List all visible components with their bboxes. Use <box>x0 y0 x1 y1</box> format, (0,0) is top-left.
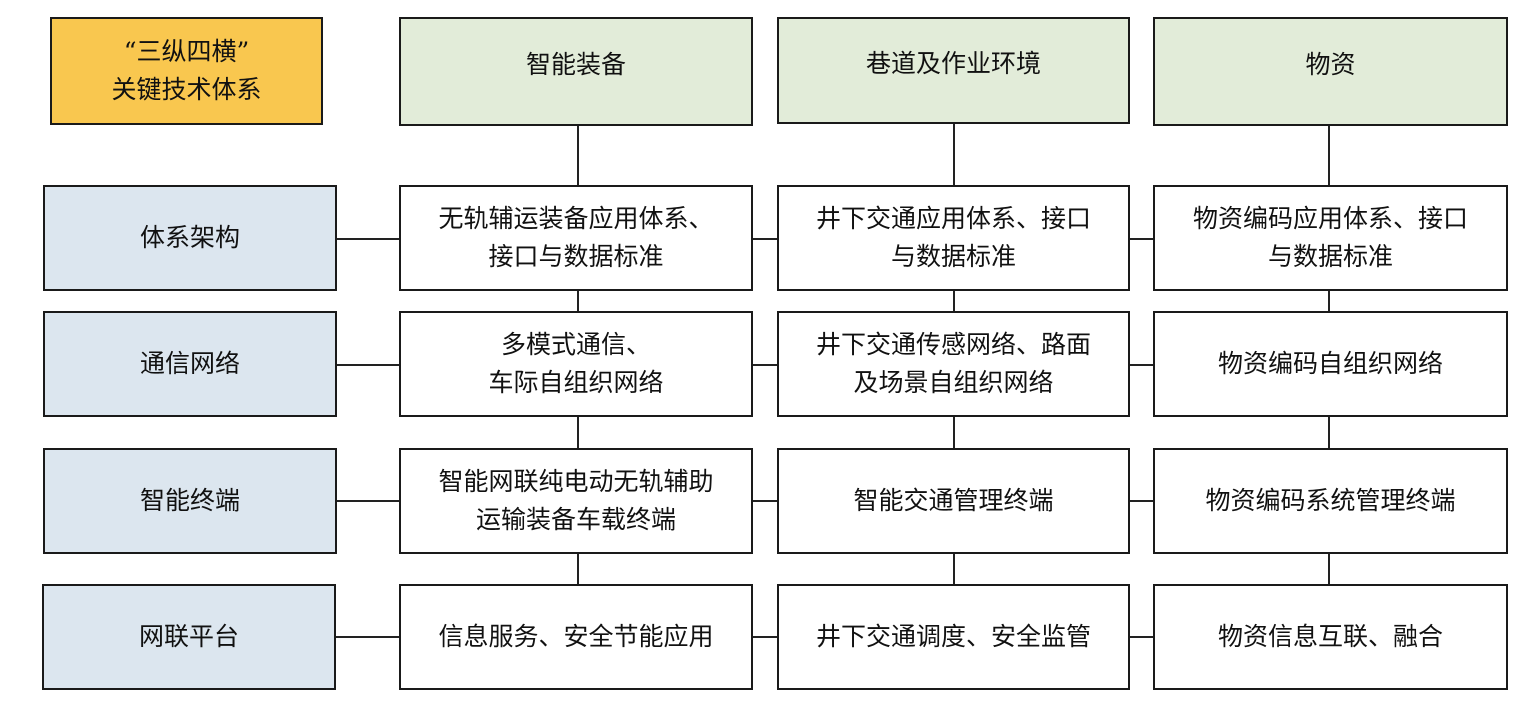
cell-platform-1: 信息服务、安全节能应用 <box>399 584 753 690</box>
cell-network-2: 井下交通传感网络、路面 及场景自组织网络 <box>777 311 1130 417</box>
cell-platform-2: 井下交通调度、安全监管 <box>777 584 1130 690</box>
cell-terminal-3: 物资编码系统管理终端 <box>1153 448 1508 554</box>
row-header-platform: 网联平台 <box>42 584 336 690</box>
column-header-environment: 巷道及作业环境 <box>777 17 1130 124</box>
cell-network-1: 多模式通信、 车际自组织网络 <box>399 311 753 417</box>
cell-architecture-3: 物资编码应用体系、接口 与数据标准 <box>1153 185 1508 291</box>
cell-platform-3: 物资信息互联、融合 <box>1153 584 1508 690</box>
row-header-network: 通信网络 <box>43 311 337 417</box>
cell-network-3: 物资编码自组织网络 <box>1153 311 1508 417</box>
column-header-materials: 物资 <box>1153 17 1508 126</box>
diagram-title: “三纵四横” 关键技术体系 <box>50 17 323 125</box>
row-header-terminal: 智能终端 <box>43 448 337 554</box>
cell-terminal-2: 智能交通管理终端 <box>777 448 1130 554</box>
cell-architecture-1: 无轨辅运装备应用体系、 接口与数据标准 <box>399 185 753 291</box>
cell-architecture-2: 井下交通应用体系、接口 与数据标准 <box>777 185 1130 291</box>
row-header-architecture: 体系架构 <box>43 185 337 291</box>
cell-terminal-1: 智能网联纯电动无轨辅助 运输装备车载终端 <box>399 448 753 554</box>
column-header-equipment: 智能装备 <box>399 17 753 126</box>
